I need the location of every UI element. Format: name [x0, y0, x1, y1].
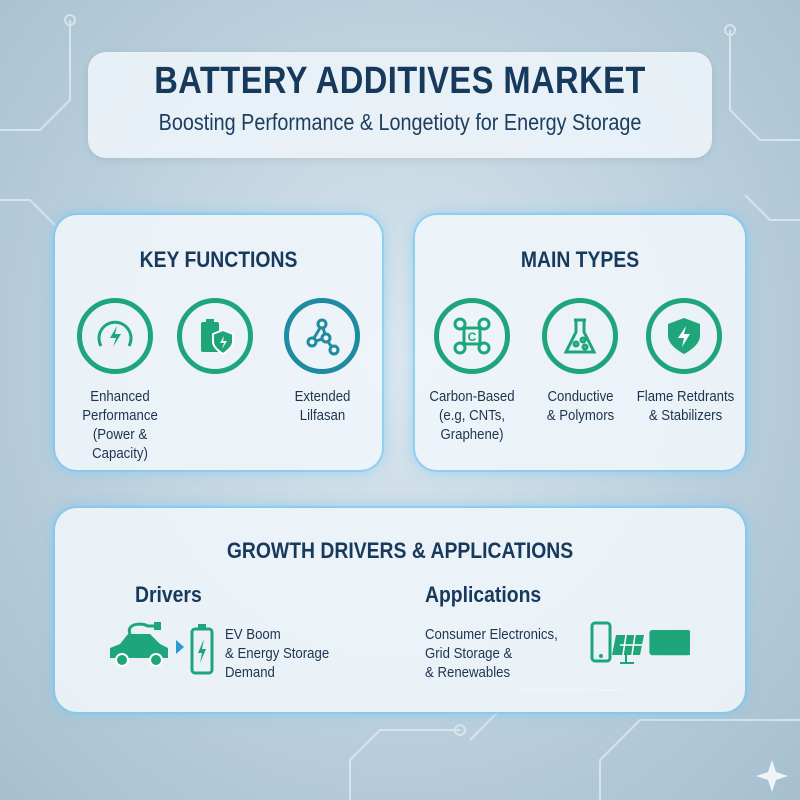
type-label-conductive-polymers: Conductive& Polymors — [546, 388, 615, 424]
molecule-icon — [284, 298, 360, 374]
solar-panel-icon — [612, 634, 644, 664]
applications-heading: Applications — [425, 582, 542, 607]
ev-car-icon — [110, 622, 184, 667]
shield-bolt-icon — [646, 298, 722, 374]
page-subtitle: Boosting Performance & Longetioty for En… — [158, 109, 642, 135]
smartphone-icon — [590, 621, 612, 663]
main-types-heading: MAIN TYPES — [520, 247, 640, 272]
battery-bolt-icon — [190, 624, 214, 675]
speedometer-bolt-icon — [77, 298, 153, 374]
battery-shield-icon — [177, 298, 253, 374]
sparkle-icon — [756, 760, 788, 792]
title-panel: BATTERY ADDITIVES MARKET Boosting Perfor… — [88, 52, 712, 158]
type-label-carbon-based: Carbon-Based(e.g, CNTs,Graphene) — [429, 388, 515, 443]
application-icons — [590, 621, 690, 664]
page-title: BATTERY ADDITIVES MARKET — [154, 60, 646, 102]
flask-icon — [542, 298, 618, 374]
svg-text:C: C — [468, 330, 477, 344]
arrow-icon — [176, 640, 184, 654]
carbon-molecule-icon: C — [434, 298, 510, 374]
battery-icon — [649, 630, 690, 656]
main-types-card: MAIN TYPES C Carbon-Based(e.g, CNTs,Grap… — [415, 215, 745, 470]
type-label-flame-retardants: Flame Retdrants& Stabilizers — [636, 388, 735, 424]
drivers-heading: Drivers — [135, 582, 202, 607]
applications-text: Consumer Electronics,Grid Storage && Ren… — [425, 626, 558, 681]
key-functions-heading: KEY FUNCTIONS — [139, 247, 298, 272]
growth-heading: GROWTH DRIVERS & APPLICATIONS — [226, 538, 574, 563]
growth-card: GROWTH DRIVERS & APPLICATIONS Drivers EV… — [55, 508, 745, 712]
